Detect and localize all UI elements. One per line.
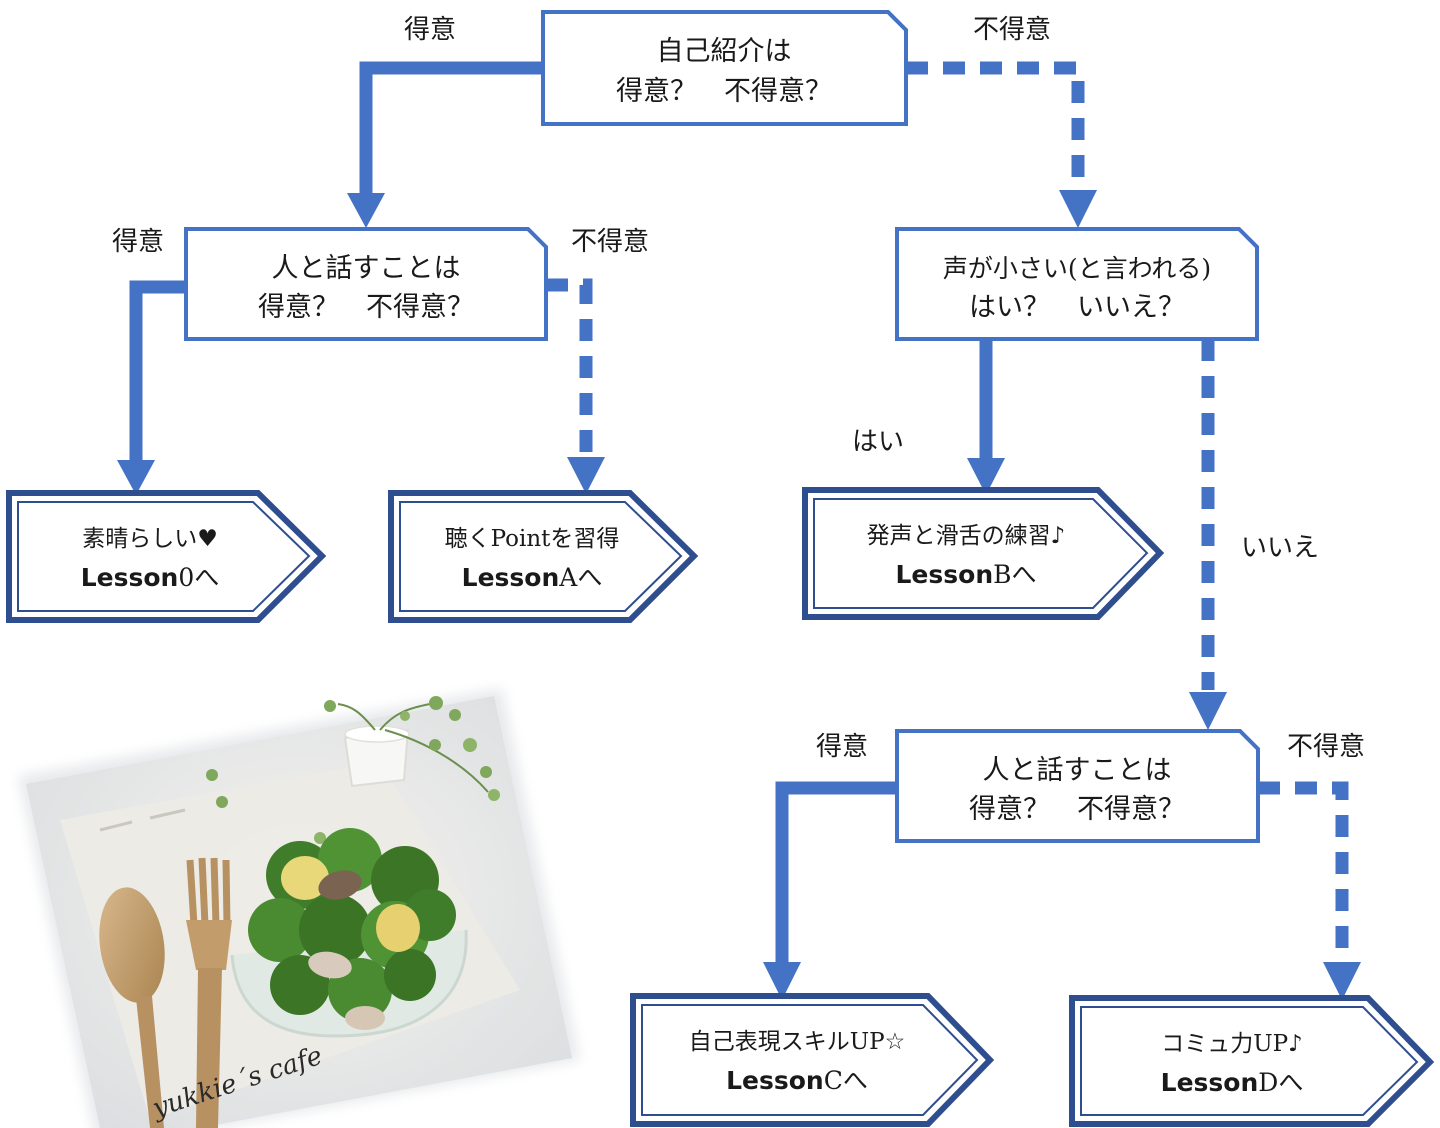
wooden-fork xyxy=(186,857,232,1128)
result-box-lessonC: 自己表現スキルUP☆ LessonCへ xyxy=(630,993,995,1127)
result-box-lesson0: 素晴らしい♥ Lesson0へ xyxy=(6,490,327,623)
result-lessonD-line2: LessonDへ xyxy=(1161,1068,1304,1097)
result-lesson0-line1: 素晴らしい♥ xyxy=(82,526,218,552)
connectors xyxy=(117,61,1361,1000)
salad-greens xyxy=(248,828,456,1022)
label-q3-yes: はい xyxy=(852,427,904,457)
question-q2-line1: 人と話すことは xyxy=(272,253,461,284)
arrowhead-q2-no xyxy=(567,457,605,494)
arrowhead-q3-no xyxy=(1189,692,1227,730)
label-q1-yes: 得意 xyxy=(404,15,456,45)
connector-q1-no xyxy=(906,61,1085,190)
result-lessonC-lesson: Lesson xyxy=(726,1066,824,1095)
result-lessonA-line2: LessonAへ xyxy=(462,563,603,592)
wooden-spoon xyxy=(99,887,165,1128)
arrowhead-q2-yes xyxy=(117,460,155,495)
question-box-q4: 人と話すことは 得意？ 不得意？ xyxy=(895,729,1260,843)
branch-labels: 得意 不得意 得意 不得意 はい いいえ 得意 不得意 xyxy=(112,15,1365,762)
result-lessonB-line1: 発声と滑舌の練習♪ xyxy=(867,523,1066,549)
potted-plant xyxy=(206,696,500,844)
result-lessonD-suffix: Dへ xyxy=(1258,1068,1303,1097)
result-lessonC-line2: LessonCへ xyxy=(726,1066,868,1095)
question-q3-line1: 声が小さい(と言われる) xyxy=(943,254,1211,283)
question-box-q1: 自己紹介は 得意？ 不得意？ xyxy=(541,10,908,126)
arrowhead-q4-no xyxy=(1323,962,1361,1000)
result-lessonC-suffix: Cへ xyxy=(824,1066,868,1095)
result-box-lessonB: 発声と滑舌の練習♪ LessonBへ xyxy=(802,487,1165,620)
result-lesson0-line2: Lesson0へ xyxy=(81,563,220,592)
question-q1-line1: 自己紹介は xyxy=(657,36,792,67)
result-lessonA-line1: 聴くPointを習得 xyxy=(445,526,620,552)
label-q3-no: いいえ xyxy=(1241,533,1319,563)
result-box-lessonD: コミュ力UP♪ LessonDへ xyxy=(1069,995,1435,1127)
result-lessonA-suffix: Aへ xyxy=(558,563,602,592)
label-q2-yes: 得意 xyxy=(112,227,164,257)
label-q4-yes: 得意 xyxy=(816,732,868,762)
label-q1-no: 不得意 xyxy=(973,15,1051,45)
result-lessonB-suffix: Bへ xyxy=(993,560,1036,589)
question-q4-line1: 人と話すことは xyxy=(983,755,1172,786)
salad-photo: yukkie´s cafe xyxy=(18,688,580,1128)
question-q3-line2: はい？ いいえ？ xyxy=(969,292,1185,323)
arrowhead-q1-yes xyxy=(347,193,385,228)
arrowhead-q4-yes xyxy=(763,962,801,1000)
connector-q1-yes xyxy=(359,61,543,198)
result-lesson0-lesson: Lesson xyxy=(81,563,179,592)
question-q1-line2: 得意？ 不得意？ xyxy=(616,76,832,107)
label-q4-no: 不得意 xyxy=(1287,732,1365,762)
result-lessonD-lesson: Lesson xyxy=(1161,1068,1259,1097)
label-q2-no: 不得意 xyxy=(571,227,649,257)
arrowhead-q3-yes xyxy=(967,458,1005,495)
connector-q4-no xyxy=(1258,781,1349,960)
connector-q2-no xyxy=(546,278,593,455)
arrowhead-q1-no xyxy=(1059,190,1097,228)
result-lessonB-lesson: Lesson xyxy=(896,560,994,589)
question-box-q3: 声が小さい(と言われる) はい？ いいえ？ xyxy=(895,227,1259,341)
result-lesson0-suffix: 0へ xyxy=(178,563,219,592)
connector-q2-yes xyxy=(129,280,186,462)
question-box-q2: 人と話すことは 得意？ 不得意？ xyxy=(184,227,548,341)
connector-q4-yes xyxy=(775,781,897,963)
question-q2-line2: 得意？ 不得意？ xyxy=(258,292,474,323)
result-lessonB-line2: LessonBへ xyxy=(896,560,1037,589)
result-lessonC-line1: 自己表現スキルUP☆ xyxy=(689,1029,905,1055)
result-lessonA-lesson: Lesson xyxy=(462,563,560,592)
question-q4-line2: 得意？ 不得意？ xyxy=(969,794,1185,825)
result-lessonD-line1: コミュ力UP♪ xyxy=(1161,1031,1303,1057)
result-box-lessonA: 聴くPointを習得 LessonAへ xyxy=(388,490,699,623)
